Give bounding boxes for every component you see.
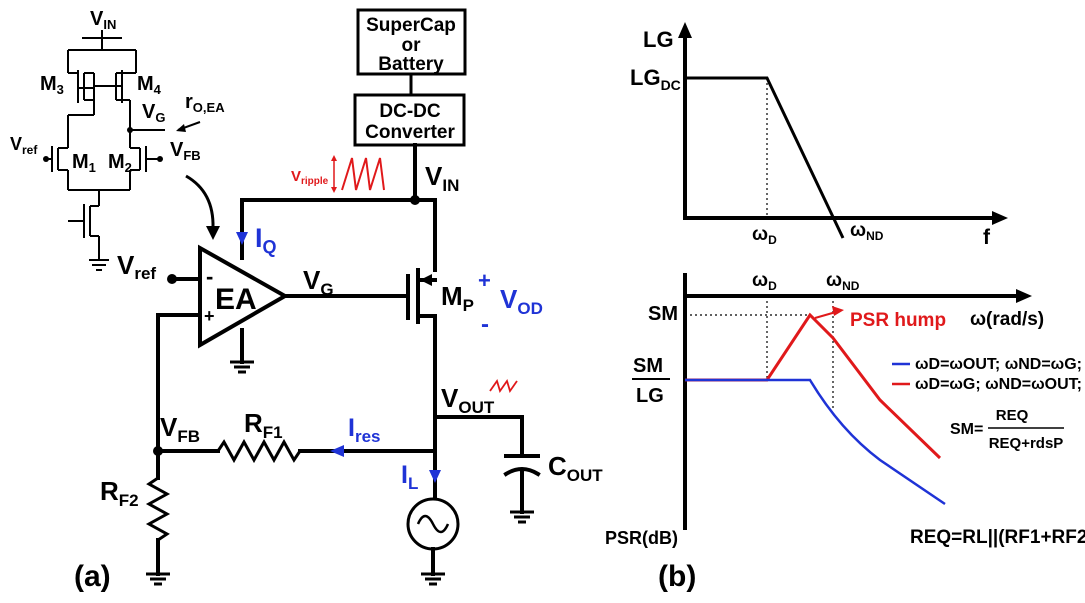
- rf1-resistor: [216, 438, 302, 464]
- supercap-battery-box: [356, 8, 467, 76]
- panel-a-label: (a): [74, 560, 111, 593]
- inset-vin-label: VIN: [90, 8, 116, 32]
- psr-hump-arrow: [832, 306, 844, 316]
- m3-label: M3: [40, 73, 64, 97]
- sine-symbol: [416, 514, 450, 534]
- iq-label: IQ: [255, 223, 277, 257]
- source-box-line3: Battery: [378, 54, 444, 75]
- ires-label: Ires: [348, 414, 380, 446]
- cout-label: COUT: [548, 451, 603, 485]
- converter-line2: Converter: [365, 122, 455, 143]
- source-box-line1: SuperCap: [366, 15, 456, 36]
- psr-x-arrow: [1016, 289, 1032, 303]
- vfb-label: VFB: [160, 412, 200, 446]
- sm-over-lg-num: SM: [633, 355, 663, 377]
- source-box-line2: or: [402, 35, 422, 56]
- vod-plus: +: [478, 268, 491, 293]
- m2-label: M2: [108, 151, 132, 175]
- legend-blue-text: ωD=ωOUT; ωND=ωG;: [915, 356, 1082, 373]
- vout-label: VOUT: [441, 383, 495, 417]
- vod-label: VOD: [500, 284, 543, 318]
- psr-curve-blue: [685, 378, 946, 506]
- m4-label: M4: [137, 73, 162, 97]
- vin-label: VIN: [425, 161, 459, 195]
- inset-vfb-terminal: [157, 156, 163, 162]
- iq-arrow: [236, 232, 248, 245]
- panel-a-circuit: SuperCap or Battery DC-DC Converter VIN …: [10, 8, 603, 593]
- w-axis-label: ω(rad/s): [970, 309, 1044, 330]
- lg-y-arrow: [678, 22, 692, 38]
- ires-arrow: [330, 445, 344, 457]
- mp-label: MP: [441, 281, 474, 315]
- vref-label: Vref: [117, 250, 156, 283]
- vin-node: [410, 195, 420, 205]
- sm-equation-lhs: SM=: [950, 421, 983, 438]
- vg-label: VG: [303, 265, 334, 299]
- lgdc-label: LGDC: [630, 65, 681, 93]
- ea-plus: +: [204, 306, 215, 326]
- inset-pointer-arrow: [185, 174, 215, 229]
- ea-transistor-schematic: VIN M3 M4 VG: [10, 8, 225, 271]
- il-arrow: [429, 470, 441, 483]
- inset-vfb-label: VFB: [170, 139, 201, 163]
- lg-x-arrow: [992, 211, 1008, 225]
- f-axis-label: f: [983, 226, 991, 249]
- vref-terminal: [167, 274, 177, 284]
- wd-bottom-label: ωD: [752, 270, 777, 293]
- lg-axis-label: LG: [643, 27, 674, 52]
- converter-line1: DC-DC: [379, 101, 440, 122]
- sm-equation-num: REQ: [996, 407, 1029, 424]
- ea-minus: -: [206, 264, 213, 289]
- rf1-label: RF1: [244, 408, 283, 442]
- vin-ripple-waveform: [341, 157, 385, 191]
- vripple-label: Vripple: [291, 168, 329, 187]
- error-amplifier: [198, 244, 290, 349]
- ro-label: rO,EA: [185, 91, 225, 115]
- inset-vref-terminal: [43, 156, 49, 162]
- ea-label: EA: [215, 283, 257, 316]
- rf2-resistor: [145, 476, 171, 542]
- lg-curve: [685, 76, 845, 239]
- panel-b-label: (b): [658, 560, 696, 593]
- mp-arrow: [420, 274, 432, 286]
- dc-dc-converter-box: [353, 93, 466, 147]
- psr-curve-red: [685, 312, 942, 460]
- sm-over-lg-den: LG: [636, 385, 664, 407]
- sm-equation-den: REQ+rdsP: [989, 435, 1064, 452]
- il-label: IL: [401, 461, 418, 493]
- vod-minus: -: [481, 311, 489, 338]
- inset-vref-label: Vref: [10, 134, 38, 157]
- wnd-top-label: ωND: [850, 220, 884, 243]
- rf2-label: RF2: [100, 476, 139, 510]
- psr-axis-label: PSR(dB): [605, 528, 678, 548]
- vout-ripple-waveform: [489, 378, 518, 394]
- req-equation: REQ=RL||(RF1+RF2): [910, 527, 1085, 548]
- wnd-bottom-label: ωND: [826, 270, 860, 293]
- panel-b-plots: LG LGDC ωD ωND f ωD ωND ω(rad/s) PSR(dB)…: [605, 22, 1085, 593]
- wd-top-label: ωD: [752, 224, 777, 247]
- inset-vg-label: VG: [142, 101, 165, 125]
- m1-label: M1: [72, 151, 96, 175]
- legend-red-text: ωD=ωG; ωND=ωOUT;: [915, 376, 1082, 393]
- psr-hump-label: PSR hump: [850, 310, 946, 331]
- sm-label: SM: [648, 303, 678, 325]
